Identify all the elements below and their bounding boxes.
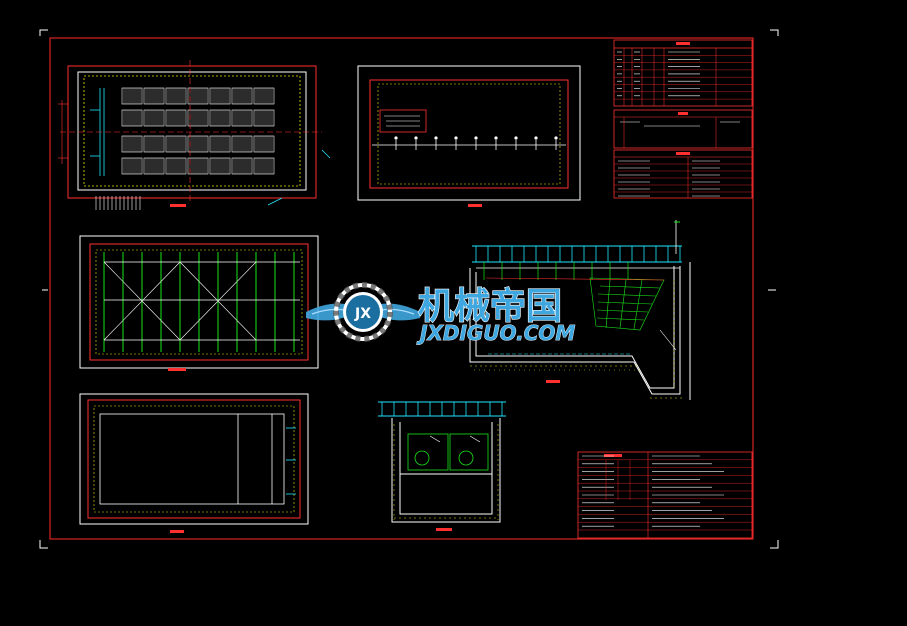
watermark-brand-en: JXDIGUO.COM bbox=[416, 321, 575, 345]
sheet-frame bbox=[39, 29, 779, 549]
watermark-brand-cn: 机械帝国 bbox=[418, 286, 562, 327]
design-data-table bbox=[613, 149, 753, 199]
notes-table bbox=[613, 109, 753, 149]
section-view-long bbox=[469, 220, 691, 400]
drawing-border bbox=[49, 37, 754, 540]
logo-letters: JX bbox=[354, 306, 371, 322]
plan-view-base bbox=[79, 393, 309, 533]
plan-view-framing bbox=[79, 235, 319, 371]
section-view-cross bbox=[378, 401, 506, 531]
material-table bbox=[613, 39, 753, 107]
watermark: JX 机械帝国 JXDIGUO.COM bbox=[306, 282, 576, 345]
plan-view-pipes bbox=[357, 65, 581, 207]
title-block bbox=[577, 451, 753, 539]
plan-view-grating bbox=[58, 60, 331, 210]
gear-wings-logo-icon: JX bbox=[306, 282, 420, 342]
